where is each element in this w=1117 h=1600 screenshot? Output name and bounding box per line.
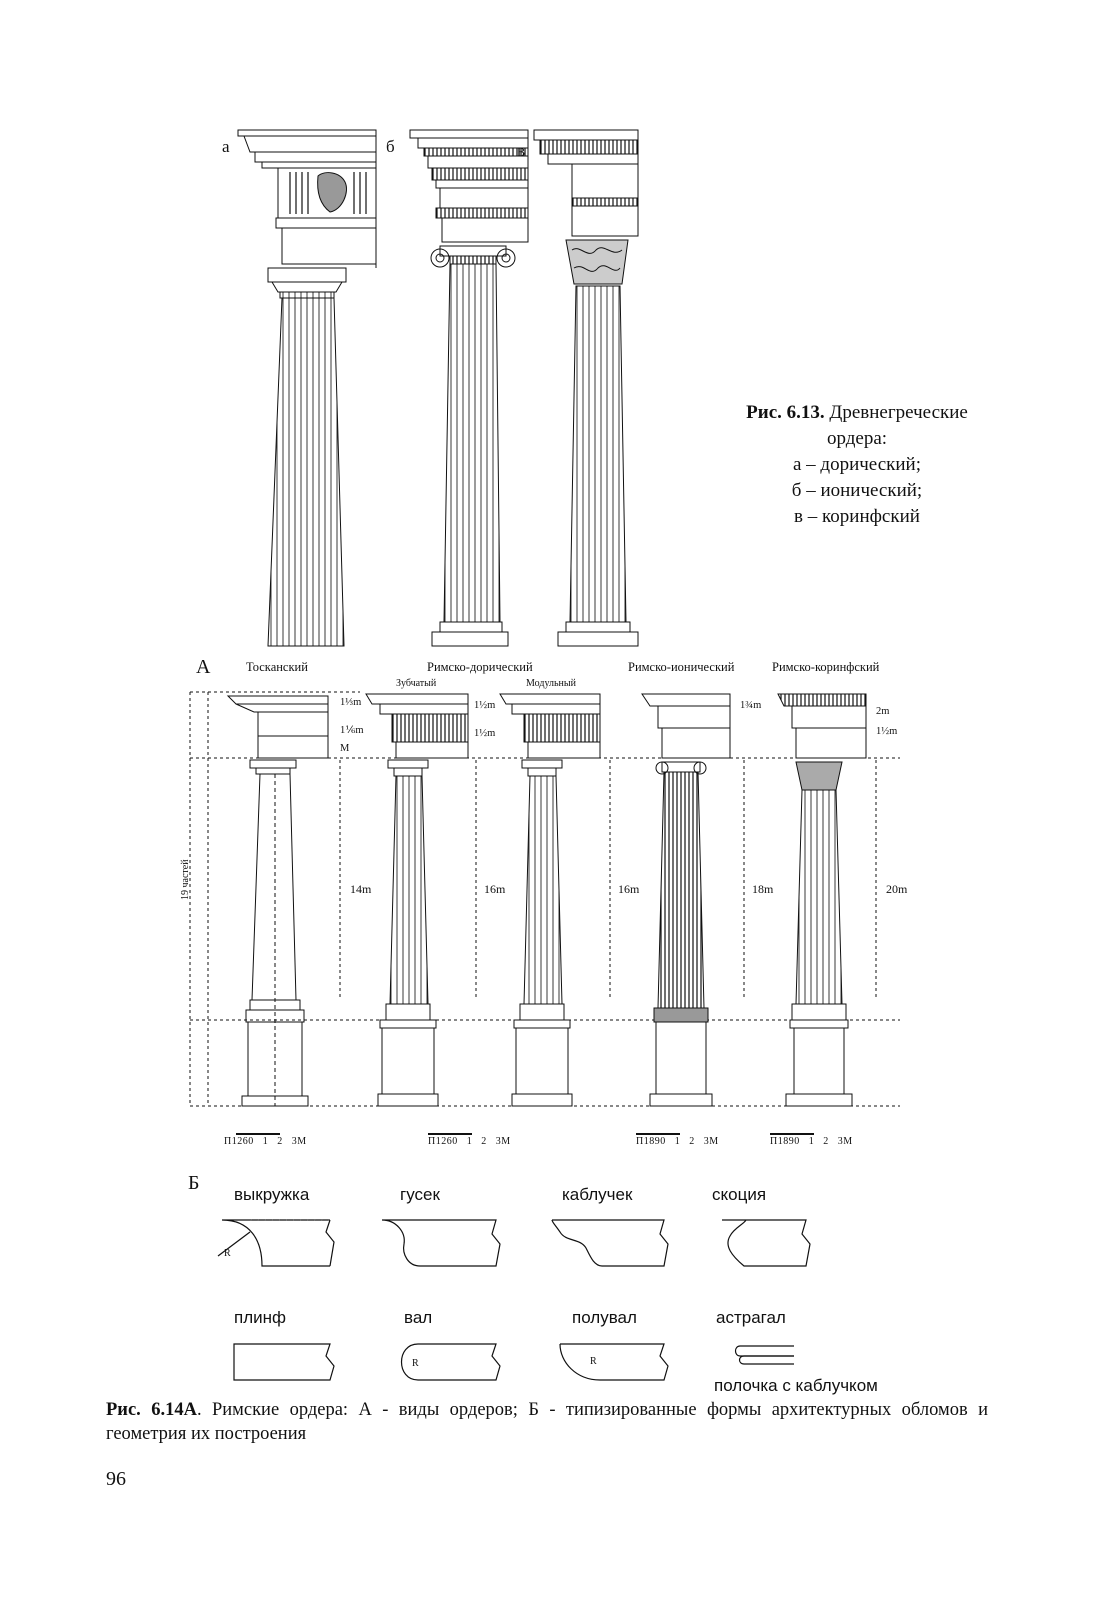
molding-cavetto-label: выкружка bbox=[234, 1185, 310, 1204]
scale-ionic: П1890 1 2 3М bbox=[636, 1136, 719, 1147]
scale-tuscan: П1260 1 2 3М bbox=[224, 1136, 307, 1147]
molding-torus-label: вал bbox=[404, 1308, 433, 1327]
half-torus-shape: R bbox=[559, 1343, 669, 1381]
molding-cyma-reversa-label: каблучек bbox=[562, 1185, 633, 1204]
tuscan-order bbox=[226, 695, 329, 1107]
shaft-height-doric-dentil: 16m bbox=[484, 882, 506, 896]
order-roman-ionic: Римско-ионический bbox=[628, 660, 735, 674]
section-a-letter: А bbox=[196, 656, 211, 678]
doric-variant-modular: Модульный bbox=[526, 678, 576, 689]
plinth-shape bbox=[233, 1343, 335, 1381]
cavetto-shape: R bbox=[217, 1219, 335, 1267]
doric-column bbox=[237, 129, 377, 647]
molding-cyma-recta-label: гусек bbox=[400, 1185, 440, 1204]
scale-doric: П1260 1 2 3М bbox=[428, 1136, 511, 1147]
svg-text:R: R bbox=[224, 1248, 231, 1259]
order-tuscan: Тосканский bbox=[246, 660, 308, 674]
roman-doric-dentil-order bbox=[365, 693, 469, 1107]
caption-6-13-item-b: б – ионический; bbox=[791, 480, 923, 501]
molding-scotia-label: скоция bbox=[712, 1185, 767, 1204]
svg-text:R: R bbox=[412, 1358, 419, 1369]
section-b-letter: Б bbox=[188, 1172, 200, 1194]
figure-6-13-caption: Рис. 6.13. Древнегреческие ордера: а – д… bbox=[712, 400, 1002, 530]
astragal-shape bbox=[734, 1345, 794, 1365]
caption-6-13-item-a: а – дорический; bbox=[792, 454, 921, 475]
dimension-lines bbox=[339, 760, 877, 1000]
module-mark: 1¾m bbox=[740, 700, 762, 711]
scale-corinthian: П1890 1 2 3М bbox=[770, 1136, 853, 1147]
label-a: а bbox=[222, 137, 230, 156]
module-mark: 1½m bbox=[474, 700, 496, 711]
caption-6-14-number: Рис. 6.14А bbox=[106, 1400, 197, 1420]
roman-doric-modular-order bbox=[499, 693, 601, 1107]
caption-6-13-number: Рис. 6.13. bbox=[746, 402, 825, 423]
roman-ionic-order bbox=[641, 693, 731, 1107]
caption-6-13-title-cont: ордера: bbox=[826, 428, 888, 449]
molding-half-torus-label: полувал bbox=[572, 1308, 637, 1327]
shaft-height-tuscan: 14m bbox=[350, 882, 372, 896]
scotia-shape bbox=[722, 1219, 811, 1267]
shaft-height-ionic: 18m bbox=[752, 882, 774, 896]
scale-bars bbox=[236, 1133, 814, 1135]
astragal-note: полочка с каблучком bbox=[714, 1376, 878, 1395]
caption-6-13-item-c: в – коринфский bbox=[794, 506, 920, 527]
module-mark: 2m bbox=[876, 706, 890, 717]
order-roman-corinthian: Римско-коринфский bbox=[772, 660, 880, 674]
page-number: 96 bbox=[106, 1468, 126, 1490]
module-mark: 1½m bbox=[876, 726, 898, 737]
roman-corinthian-order bbox=[777, 693, 867, 1107]
shaft-height-doric-modular: 16m bbox=[618, 882, 640, 896]
caption-6-13-title: Древнегреческие bbox=[829, 402, 968, 423]
label-c: в bbox=[517, 141, 526, 160]
module-mark: 1⅓m bbox=[340, 697, 362, 708]
module-mark: M bbox=[340, 743, 350, 754]
caption-6-14-text: . Римские ордера: А - виды ордеров; Б - … bbox=[106, 1400, 988, 1444]
doric-variant-dentil: Зубчатый bbox=[396, 678, 437, 689]
molding-astragal-label: астрагал bbox=[716, 1308, 786, 1327]
module-mark: 1½m bbox=[474, 728, 496, 739]
moldings-diagram: R R R bbox=[217, 1219, 811, 1381]
cyma-reversa-shape bbox=[551, 1219, 669, 1267]
molding-plinth-label: плинф bbox=[234, 1308, 286, 1327]
figure-6-14-caption: Рис. 6.14А. Римские ордера: А - виды орд… bbox=[106, 1398, 988, 1446]
svg-text:R: R bbox=[590, 1356, 597, 1367]
cyma-recta-shape bbox=[381, 1219, 501, 1267]
order-roman-doric: Римско-дорический bbox=[427, 660, 533, 674]
label-b: б bbox=[386, 137, 395, 156]
torus-shape: R bbox=[401, 1343, 501, 1381]
shaft-height-corinthian: 20m bbox=[886, 882, 908, 896]
ionic-column bbox=[409, 129, 529, 647]
corinthian-column bbox=[533, 129, 639, 647]
module-mark: 1⅙m bbox=[340, 725, 364, 736]
